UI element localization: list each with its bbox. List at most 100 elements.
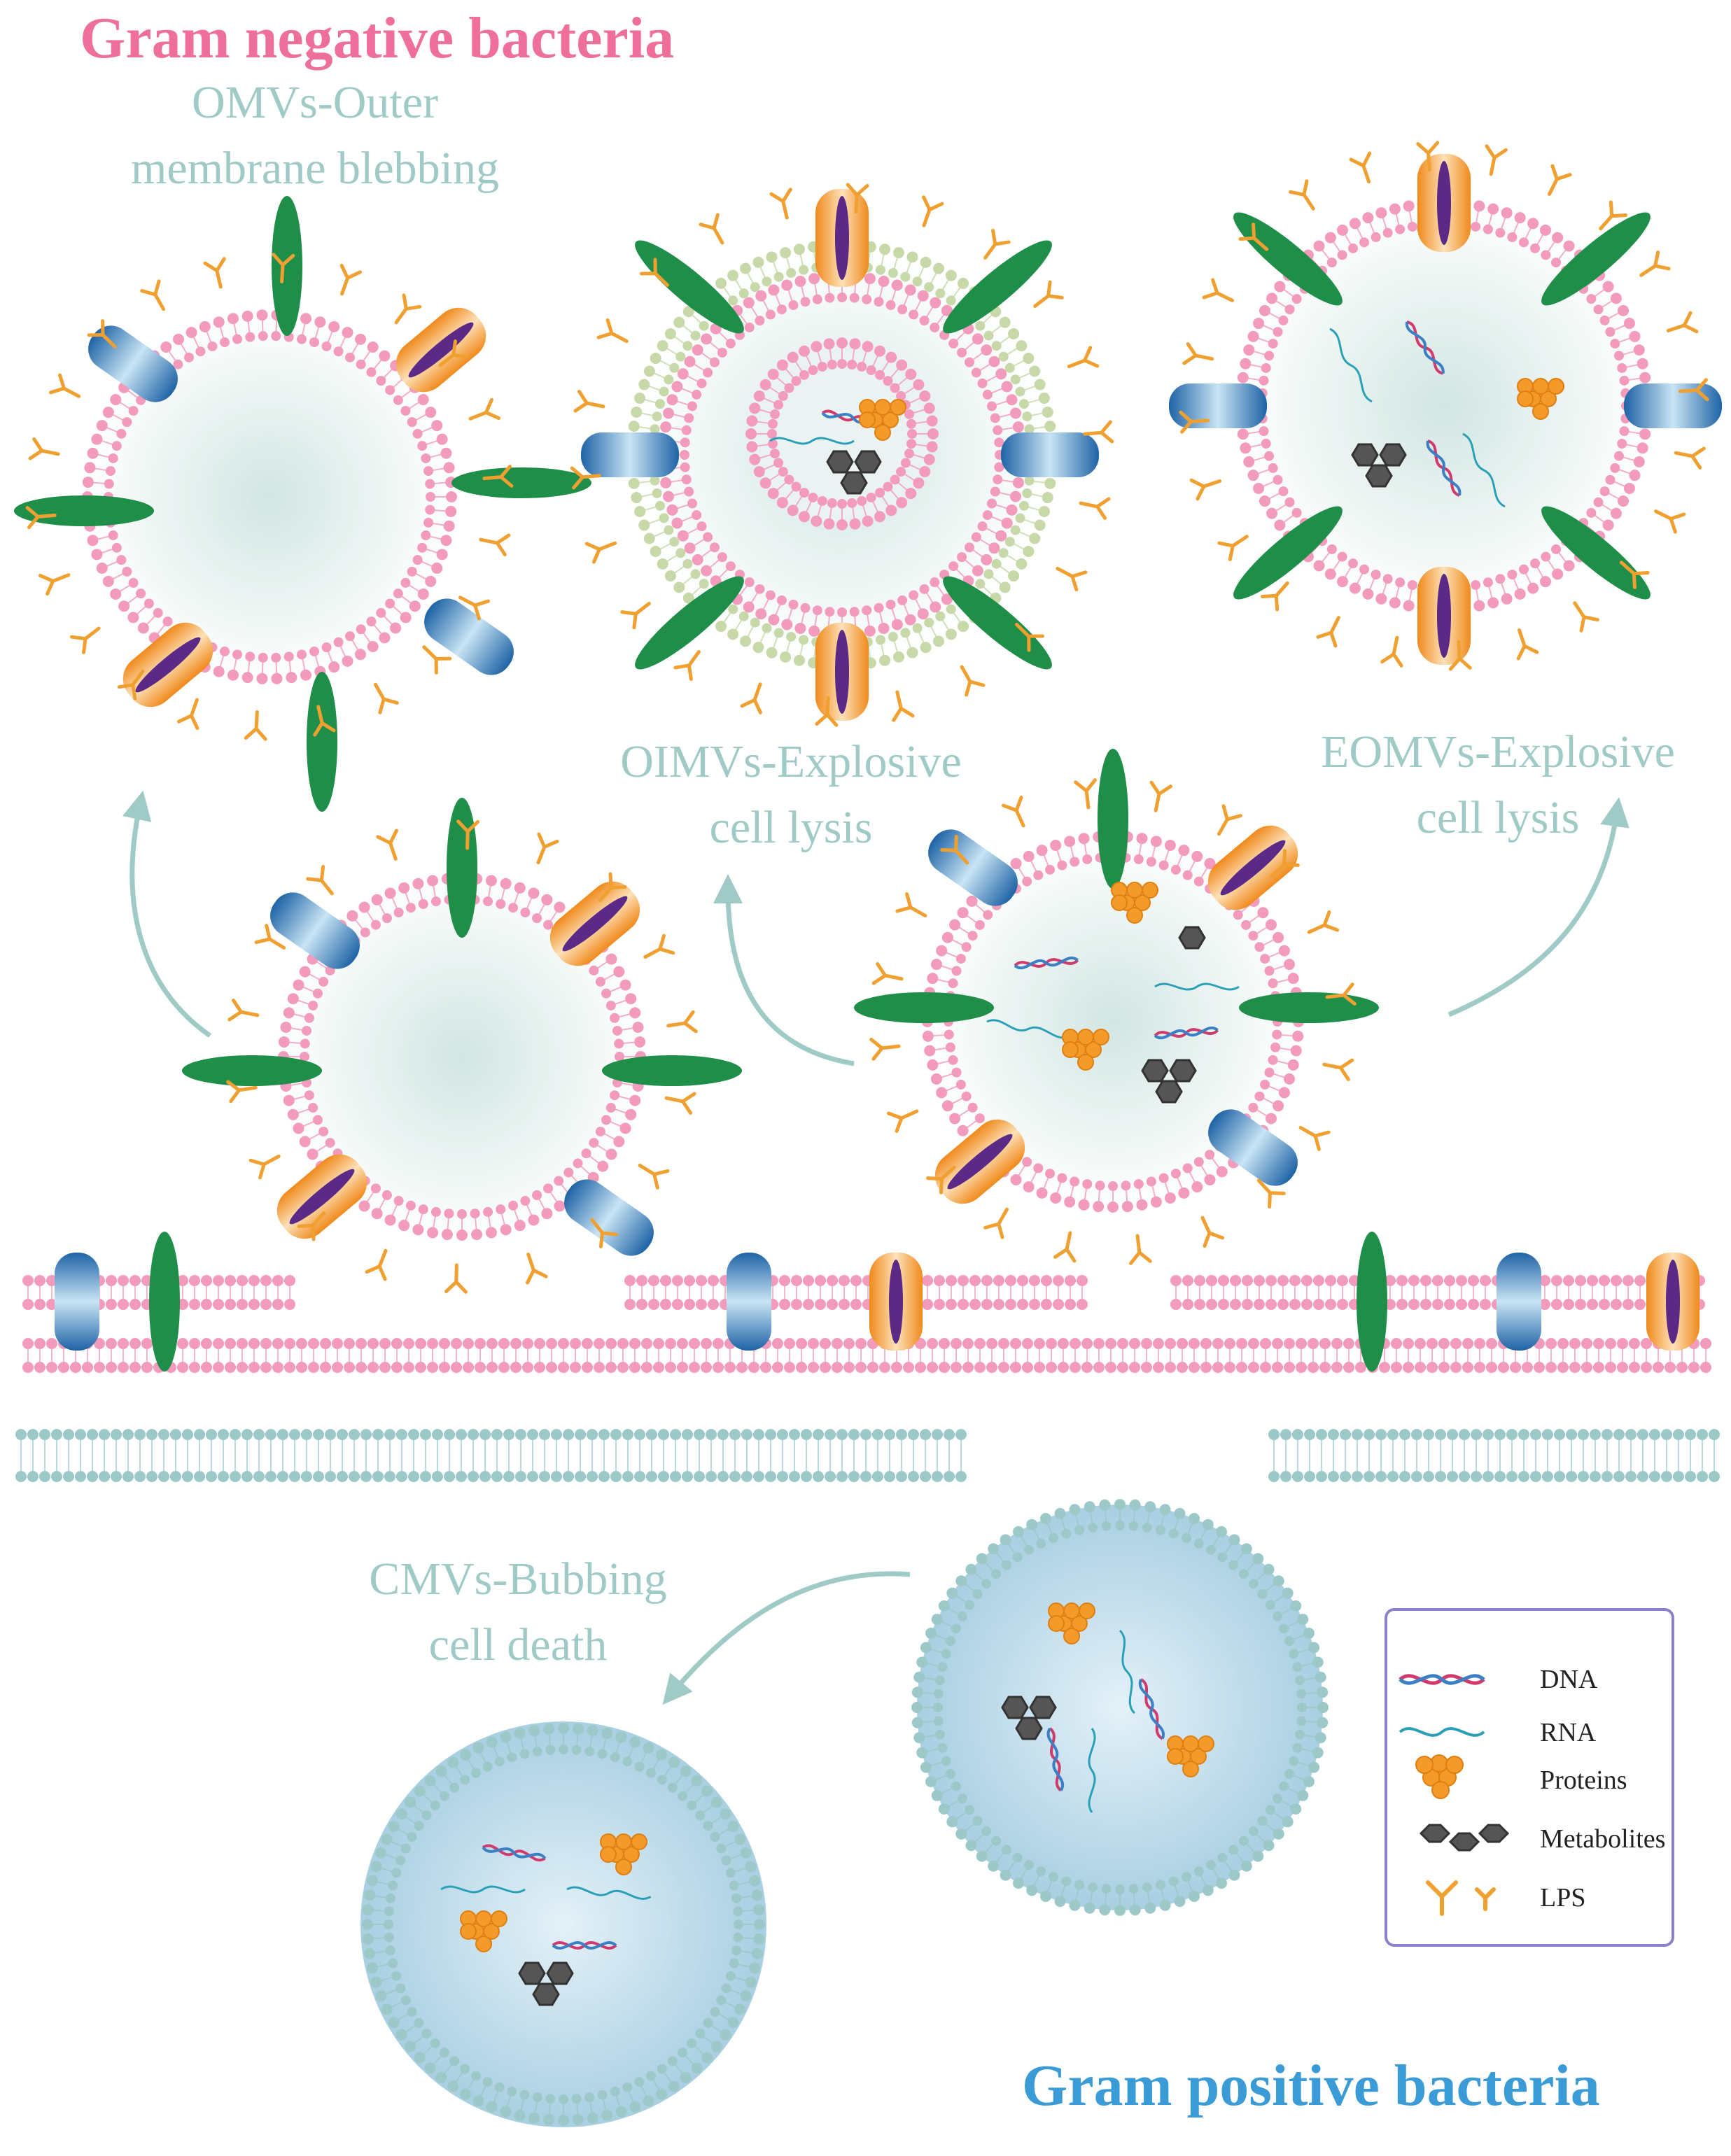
lps-molecule — [1261, 581, 1289, 612]
legend-label-lps: LPS — [1540, 1883, 1585, 1912]
lps-molecule — [666, 1010, 698, 1034]
lps-molecule — [1516, 628, 1539, 661]
green-membrane-protein — [272, 196, 302, 336]
lps-molecule — [536, 832, 559, 865]
eomv-label-line1: EOMVs-Explosive — [1321, 726, 1675, 777]
dna-cargo — [552, 1940, 617, 1950]
protein-cargo — [1517, 378, 1564, 420]
lps-molecule — [926, 1165, 956, 1195]
lps-molecule — [1325, 982, 1357, 1006]
dna-cargo — [1138, 1678, 1165, 1740]
legend-lps-icon — [1426, 1880, 1496, 1916]
rna-cargo — [1088, 1728, 1096, 1813]
green-membrane-protein — [635, 240, 744, 334]
orange-channel-protein — [1646, 1253, 1700, 1351]
rna-cargo — [1119, 1629, 1135, 1714]
lps-molecule — [365, 1248, 388, 1281]
lps-molecule — [254, 924, 286, 950]
lps-molecule — [25, 506, 57, 530]
green-membrane-protein — [1233, 506, 1343, 600]
metabolite-cargo — [1351, 443, 1407, 488]
lps-molecule — [1674, 446, 1706, 470]
lps-molecule — [1619, 561, 1650, 589]
lps-molecule — [468, 397, 501, 421]
lps-molecule — [1666, 311, 1699, 334]
lps-molecule — [584, 541, 617, 564]
blue-porin-protein — [564, 1179, 654, 1256]
lps-molecule — [87, 319, 117, 348]
lps-molecule — [177, 698, 199, 731]
lps-molecule — [1079, 497, 1111, 520]
dna-cargo — [1046, 1727, 1064, 1792]
lps-molecule — [815, 696, 839, 727]
green-membrane-protein — [1357, 1232, 1387, 1372]
lps-molecule — [960, 665, 986, 697]
lps-molecule — [1202, 278, 1234, 302]
lps-molecule — [846, 183, 869, 214]
lps-molecule — [1654, 509, 1686, 534]
lps-molecule — [117, 669, 145, 700]
green-membrane-protein — [149, 1232, 180, 1372]
lps-molecule — [983, 229, 1011, 260]
eomv-label-line2: cell lysis — [1417, 792, 1580, 843]
lps-molecule — [620, 601, 651, 630]
lps-molecule — [203, 257, 226, 289]
lps-molecule — [373, 682, 399, 714]
dna-cargo — [482, 1844, 547, 1861]
lps-molecule — [227, 999, 260, 1022]
lps-molecule — [1307, 910, 1340, 934]
arrow-omv — [122, 790, 212, 1038]
lps-molecule — [422, 645, 452, 675]
vesicle-cargo — [440, 320, 1564, 2006]
orange-channel-protein — [395, 307, 486, 393]
orange-channel-protein — [934, 1119, 1025, 1204]
inner-membrane-layer — [22, 1338, 1711, 1373]
arrow-eomv — [1448, 797, 1630, 1017]
lps-molecule — [1067, 346, 1100, 369]
dna-cargo — [1014, 957, 1079, 970]
process-arrows — [122, 790, 1630, 1705]
protein-cargo — [1062, 1029, 1109, 1071]
lps-molecule — [1217, 535, 1249, 561]
orange-channel-protein — [1417, 567, 1471, 665]
blue-porin-protein — [1208, 1109, 1298, 1186]
green-membrane-protein — [943, 240, 1052, 334]
lps-molecule — [1639, 251, 1671, 277]
blue-porin-protein — [270, 892, 360, 969]
lps-molecule — [699, 213, 724, 245]
lps-molecule — [376, 829, 398, 861]
lps-molecule — [1416, 141, 1440, 172]
blue-porin-protein — [1001, 432, 1099, 477]
lps-molecule — [48, 373, 81, 398]
protein-cargo — [1111, 882, 1158, 924]
lps-molecule — [1349, 151, 1372, 184]
protein-cargo — [1167, 1735, 1214, 1777]
membrane-proteins — [14, 141, 1722, 1372]
lps-molecule — [1238, 223, 1269, 251]
green-membrane-protein — [1239, 992, 1379, 1023]
rna-cargo — [440, 1885, 526, 1894]
green-membrane-protein — [602, 1055, 742, 1086]
rna-cargo — [1329, 327, 1373, 403]
arrow-oimv — [713, 874, 855, 1066]
lps-molecule — [1448, 640, 1472, 671]
legend-dna-icon — [1399, 1674, 1485, 1685]
lps-molecule — [596, 318, 629, 344]
protein-cargo — [460, 1910, 507, 1952]
metabolite-cargo — [826, 450, 882, 495]
legend-label-metabolites: Metabolites — [1540, 1824, 1665, 1854]
oimv-label-line2: cell lysis — [710, 802, 873, 853]
omv-label-line2: membrane blebbing — [131, 143, 499, 194]
legend-box — [1385, 1608, 1674, 1947]
lps-molecule — [313, 705, 336, 737]
orange-channel-protein — [1417, 154, 1471, 252]
orange-channel-protein — [1207, 825, 1298, 910]
lps-molecule — [1548, 164, 1572, 196]
lps-molecule — [598, 872, 627, 903]
metabolite-cargo — [1178, 926, 1206, 950]
blue-porin-protein — [727, 1253, 771, 1351]
legend: DNA RNA Proteins Metabolites LPS — [1385, 1608, 1674, 1947]
lps-molecule — [69, 626, 101, 654]
metabolite-cargo — [1141, 1059, 1197, 1104]
